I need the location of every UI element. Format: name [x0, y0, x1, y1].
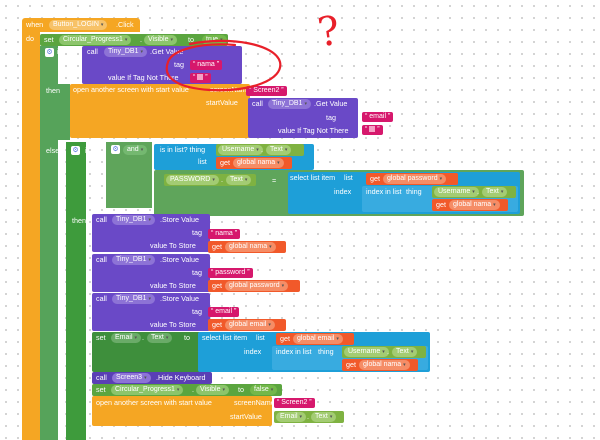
and-block[interactable]: ⚙ and▾: [106, 142, 152, 208]
progress-component-dropdown[interactable]: Circular_Progress1▾: [59, 35, 132, 45]
set-progress-visible-block[interactable]: set Circular_Progress1▾ . Visible▾ to tr…: [40, 34, 228, 46]
inner-if-gear-icon[interactable]: ⚙: [71, 146, 80, 155]
password-text-getter[interactable]: PASSWORD▾ . Text▾: [164, 174, 256, 186]
get-global-email-2[interactable]: get global email▾: [276, 333, 354, 345]
and-gear-icon[interactable]: ⚙: [111, 145, 120, 154]
button-login-click-event[interactable]: when Button_LOGIN▾ .Click: [22, 18, 140, 32]
outer-if-block[interactable]: [40, 46, 58, 440]
get-global-nama-3[interactable]: get global nama▾: [342, 359, 418, 371]
tag-email-string[interactable]: “ email ”: [362, 112, 394, 122]
do-label: do: [26, 34, 34, 43]
get-global-nama-1[interactable]: get global nama▾: [216, 157, 292, 169]
username-text-getter-2[interactable]: Username▾ . Text▾: [432, 186, 516, 198]
username-text-getter-3[interactable]: Username▾ . Text▾: [342, 346, 426, 358]
event-spine: [22, 32, 40, 440]
hide-keyboard-block[interactable]: call Screen3▾ .Hide Keyboard: [92, 372, 212, 384]
question-mark-annotation: ?: [314, 7, 343, 57]
component-dropdown[interactable]: Button_LOGIN▾: [49, 20, 108, 30]
open-screen-block-then[interactable]: open another screen with start value scr…: [70, 84, 251, 138]
get-value-block-startvalue[interactable]: call Tiny_DB1▾ .Get Value tag value If T…: [248, 98, 358, 138]
get-global-nama-2[interactable]: get global nama▾: [432, 199, 508, 211]
store-value-password-block[interactable]: call Tiny_DB1▾ .Store Value tag value To…: [92, 254, 210, 292]
tinydb-dropdown[interactable]: Tiny_DB1▾: [104, 47, 147, 57]
screen2-string-else[interactable]: “ Screen2 ”: [274, 398, 315, 408]
tinydb-dropdown-2[interactable]: Tiny_DB1▾: [268, 99, 311, 109]
tag-nama-string[interactable]: “ nama ”: [190, 60, 223, 70]
tag-nama-store[interactable]: “ nama ”: [208, 229, 241, 239]
true-value[interactable]: true▾: [202, 35, 227, 45]
get-global-email-store[interactable]: get global email▾: [208, 319, 286, 331]
tag-password-store[interactable]: “ password ”: [208, 268, 253, 278]
empty-string[interactable]: “ ”: [190, 73, 211, 83]
false-value[interactable]: false▾: [250, 385, 278, 395]
store-value-nama-block[interactable]: call Tiny_DB1▾ .Store Value tag value To…: [92, 214, 210, 252]
if-gear-icon[interactable]: ⚙: [45, 48, 54, 57]
open-screen-block-else[interactable]: open another screen with start value scr…: [92, 396, 275, 426]
set-progress-visible-false-block[interactable]: set Circular_Progress1▾ . Visible▾ to fa…: [92, 384, 282, 396]
get-global-password-store[interactable]: get global password▾: [208, 280, 300, 292]
username-text-getter[interactable]: Username▾ . Text▾: [216, 144, 304, 156]
store-value-email-block[interactable]: call Tiny_DB1▾ .Store Value tag value To…: [92, 293, 210, 331]
get-global-nama-store[interactable]: get global nama▾: [208, 241, 286, 253]
event-name-label: .Click: [116, 20, 134, 29]
get-global-password-1[interactable]: get global password▾: [366, 173, 458, 185]
then-row: [40, 84, 70, 140]
empty-string-2[interactable]: “ ”: [362, 125, 383, 135]
and-operator[interactable]: and▾: [123, 145, 148, 155]
email-text-getter[interactable]: Email▾ . Text▾: [274, 411, 344, 423]
when-label: when: [26, 20, 44, 29]
visible-property-dropdown[interactable]: Visible▾: [144, 35, 178, 45]
set-email-text-block[interactable]: set Email▾ . Text▾ to: [92, 332, 204, 372]
tag-email-store[interactable]: “ email ”: [208, 307, 240, 317]
inner-if-block[interactable]: [66, 142, 86, 440]
screen2-string-then[interactable]: “ Screen2 ”: [246, 86, 287, 96]
